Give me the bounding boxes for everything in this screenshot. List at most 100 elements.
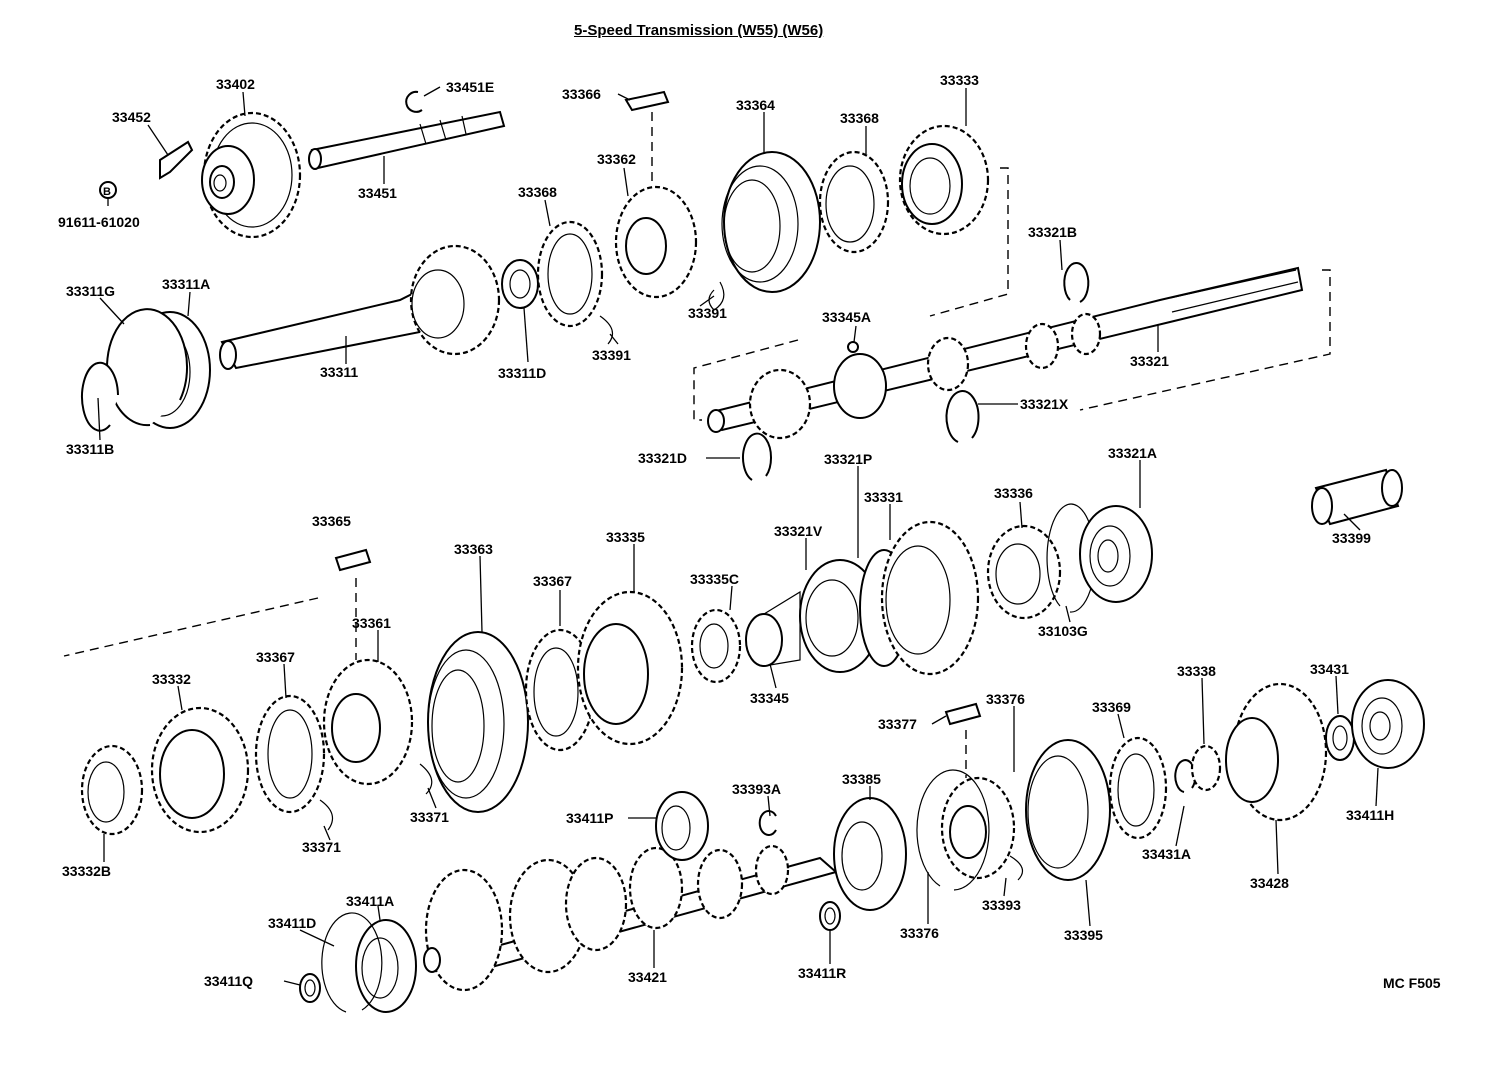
label-33345: 33345 [750, 690, 789, 706]
assembly-bracket-middle [63, 597, 319, 657]
assembly-bracket-mainshaft [693, 339, 799, 421]
label-33335C: 33335C [690, 571, 739, 587]
snap-ring-33311B[interactable] [81, 361, 119, 432]
label-33103G: 33103G [1038, 623, 1088, 639]
gear-33335[interactable] [576, 590, 684, 746]
sync-ring-33368-b[interactable] [536, 220, 604, 328]
gear-33402[interactable] [201, 111, 302, 239]
sync-ring-33369[interactable] [1108, 736, 1168, 840]
spring-33371-b[interactable] [319, 799, 334, 831]
pin-33452[interactable] [159, 140, 194, 180]
sleeve-33395[interactable] [1025, 739, 1111, 881]
bearing-33411H[interactable] [1351, 679, 1425, 769]
snap-ring-33103G[interactable] [1046, 503, 1096, 613]
label-33371-b: 33371 [302, 839, 341, 855]
label-33363: 33363 [454, 541, 493, 557]
label-33431A: 33431A [1142, 846, 1191, 862]
spring-33391-a[interactable] [708, 281, 725, 311]
sleeve-33399[interactable] [1311, 468, 1403, 526]
needle-bearing-33332B[interactable] [80, 744, 144, 836]
label-33411R: 33411R [798, 965, 846, 981]
label-33371-a: 33371 [410, 809, 449, 825]
sync-ring-33367-b[interactable] [254, 694, 326, 814]
key-33365[interactable] [334, 548, 372, 572]
bearing-33321A[interactable] [1079, 505, 1153, 603]
snap-ring-33321B[interactable] [1063, 262, 1090, 303]
snap-ring-33311G[interactable] [106, 308, 188, 427]
snap-ring-33393A[interactable] [758, 810, 777, 836]
label-33367-a: 33367 [533, 573, 572, 589]
plate-33385[interactable] [833, 797, 907, 911]
label-33411P: 33411P [566, 810, 614, 826]
assembly-bracket-upper [929, 167, 1009, 317]
spring-33391-b[interactable] [599, 315, 614, 345]
spring-33393[interactable] [1009, 855, 1024, 881]
gear-33332[interactable] [150, 706, 250, 834]
label-33332: 33332 [152, 671, 191, 687]
collar-33345[interactable] [745, 590, 801, 667]
label-33385: 33385 [842, 771, 881, 787]
snap-ring-33451E[interactable] [405, 90, 423, 113]
label-33336: 33336 [994, 485, 1033, 501]
label-33311B: 33311B [66, 441, 114, 457]
label-33311G: 33311G [66, 283, 115, 299]
gear-33336[interactable] [986, 524, 1062, 620]
label-33402: 33402 [216, 76, 255, 92]
label-33366: 33366 [562, 86, 601, 102]
snap-ring-33376[interactable] [916, 769, 990, 891]
sleeve-33364[interactable] [721, 151, 821, 293]
ring-33411Q[interactable] [299, 973, 321, 1003]
bearing-33311D[interactable] [501, 259, 539, 309]
washer-33431[interactable] [1325, 715, 1355, 761]
bearing-33335C[interactable] [690, 608, 742, 684]
label-33321X: 33321X [1020, 396, 1069, 412]
sleeve-33363[interactable] [427, 631, 529, 813]
key-33377[interactable] [944, 702, 982, 726]
label-33391-a: 33391 [688, 305, 727, 321]
bearing-33411P[interactable] [655, 791, 709, 861]
bearing-33411A[interactable] [355, 919, 417, 1013]
leader-lines [97, 86, 1379, 986]
bearing-33321V[interactable] [799, 559, 881, 673]
label-33393: 33393 [982, 897, 1021, 913]
key-33366[interactable] [624, 90, 670, 112]
snap-ring-33411D[interactable] [321, 912, 383, 1013]
snap-ring-33321D[interactable] [742, 432, 773, 481]
needle-bearing-33338[interactable] [1190, 744, 1222, 792]
label-33391-b: 33391 [592, 347, 631, 363]
label-b: B [103, 186, 111, 198]
hub-33376[interactable] [940, 776, 1016, 880]
assembly-bracket-mainshaft-right [1079, 269, 1331, 411]
label-33411H: 33411H [1346, 807, 1394, 823]
gear-33333[interactable] [898, 124, 990, 236]
label-33311A: 33311A [162, 276, 210, 292]
label-33411A: 33411A [346, 893, 394, 909]
label-33321P: 33321P [824, 451, 872, 467]
label-33331: 33331 [864, 489, 903, 505]
label-33338: 33338 [1177, 663, 1216, 679]
label-33321A: 33321A [1108, 445, 1157, 461]
label-33362: 33362 [597, 151, 636, 167]
spring-33371-a[interactable] [419, 763, 433, 795]
gear-33428[interactable] [1225, 682, 1328, 822]
label-33376-a: 33376 [986, 691, 1025, 707]
sync-ring-33368-a[interactable] [818, 150, 890, 254]
hub-33361[interactable] [322, 658, 414, 786]
ball-33345A[interactable] [847, 341, 859, 353]
spacer-33411R[interactable] [819, 901, 841, 931]
gear-33331[interactable] [880, 520, 980, 676]
label-33332B: 33332B [62, 863, 111, 879]
label-33365: 33365 [312, 513, 351, 529]
mainshaft-33321[interactable] [707, 266, 1304, 440]
shaft-33311[interactable] [219, 244, 501, 370]
label-33335: 33335 [606, 529, 645, 545]
part-labels: 33402 33452 91611-61020 B 33451E 33451 3… [58, 72, 1394, 989]
shaft-33451[interactable] [308, 110, 506, 170]
snap-ring-33321X[interactable] [945, 390, 980, 443]
counter-gear-33421[interactable] [423, 844, 839, 992]
label-33321: 33321 [1130, 353, 1169, 369]
hub-33362[interactable] [614, 185, 698, 299]
label-33333: 33333 [940, 72, 979, 88]
label-33452: 33452 [112, 109, 151, 125]
